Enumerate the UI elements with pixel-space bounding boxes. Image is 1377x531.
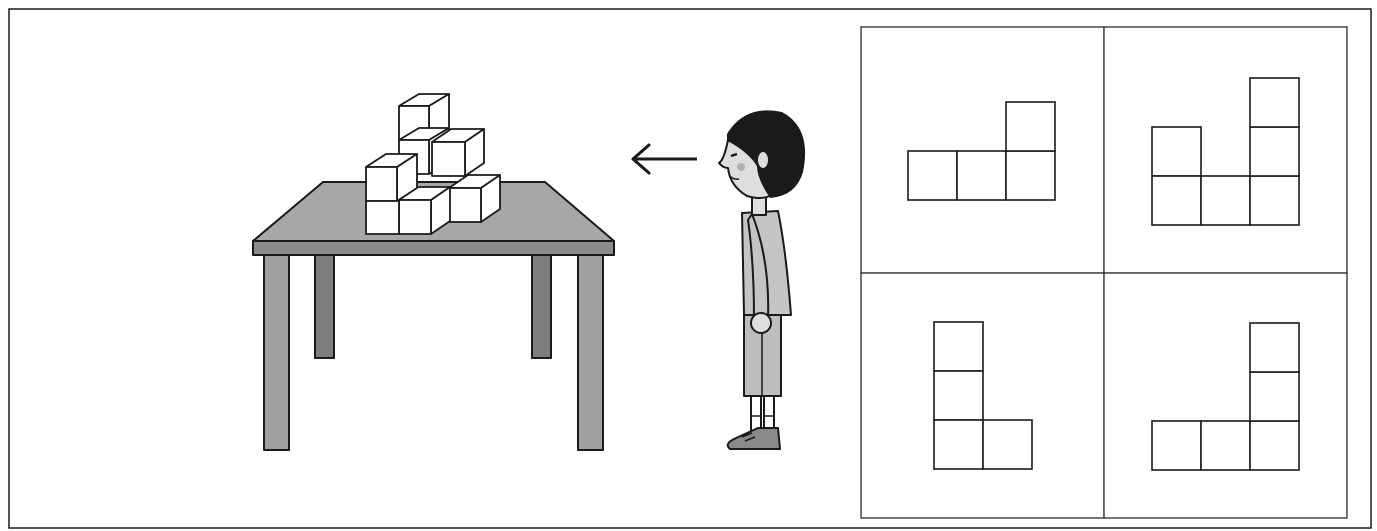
boy-eye — [730, 152, 738, 158]
cube — [448, 174, 501, 223]
boy-ear — [756, 150, 770, 170]
option-cell — [907, 150, 958, 201]
boy-mouth — [729, 175, 740, 180]
option-cell — [1151, 175, 1202, 226]
cube — [365, 200, 400, 235]
option-panel-4[interactable] — [1103, 272, 1348, 519]
option-cell — [1200, 175, 1251, 226]
boy-hand — [750, 312, 772, 334]
boy-leg — [763, 393, 775, 433]
option-cell — [1249, 175, 1300, 226]
options-grid — [860, 26, 1348, 519]
option-view-3 — [933, 321, 1033, 470]
table-leg-back-left — [314, 254, 335, 359]
option-cell — [1249, 371, 1300, 422]
cube — [365, 153, 418, 202]
option-view-4 — [1151, 322, 1300, 471]
cube — [398, 186, 451, 235]
option-cell — [1249, 420, 1300, 471]
option-cell — [933, 370, 984, 421]
boy-leg — [750, 393, 762, 433]
table-top-front-edge — [252, 240, 615, 256]
option-cell — [982, 419, 1033, 470]
boy-shoe — [726, 427, 781, 450]
option-panel-1[interactable] — [860, 26, 1105, 274]
option-cell — [1005, 150, 1056, 201]
table — [252, 181, 615, 451]
cube-stack — [365, 93, 501, 235]
boy-cheek — [737, 163, 745, 171]
option-cell — [1151, 420, 1202, 471]
option-cell — [933, 321, 984, 372]
option-cell — [1249, 126, 1300, 177]
table-leg-front-left — [263, 254, 290, 451]
option-cell — [1249, 77, 1300, 128]
table-leg-back-right — [531, 254, 552, 359]
option-panel-2[interactable] — [1103, 26, 1348, 274]
option-cell — [1200, 420, 1251, 471]
boy-figure — [718, 110, 806, 450]
option-cell — [1005, 101, 1056, 152]
table-leg-front-right — [577, 254, 604, 451]
arrow-left-icon — [631, 143, 697, 175]
option-cell — [1151, 126, 1202, 177]
option-view-1 — [907, 101, 1056, 201]
cube — [431, 128, 485, 177]
option-view-2 — [1151, 77, 1300, 226]
option-cell — [956, 150, 1007, 201]
option-cell — [1249, 322, 1300, 373]
option-cell — [933, 419, 984, 470]
